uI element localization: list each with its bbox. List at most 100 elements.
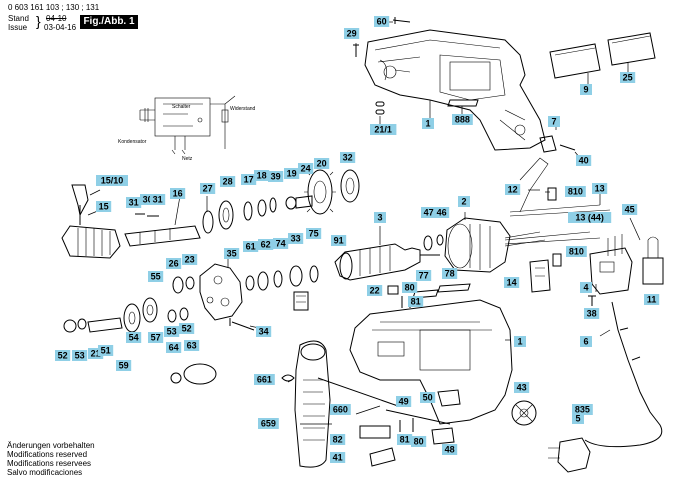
- parts-52-53-drawing: [63, 318, 87, 333]
- svg-text:29: 29: [347, 29, 357, 39]
- svg-text:11: 11: [647, 295, 657, 305]
- issue-date: 03-04-16: [44, 23, 77, 32]
- part-label-661: 661: [254, 374, 275, 385]
- part-label-53: 53: [164, 326, 180, 337]
- part-label-6: 6: [580, 336, 592, 347]
- part-label-7: 7: [548, 116, 560, 127]
- svg-text:47: 47: [424, 208, 434, 218]
- part-label-1: 1: [422, 118, 434, 129]
- svg-text:5: 5: [575, 414, 580, 424]
- gear-housing-drawing: [199, 263, 243, 321]
- svg-text:2: 2: [461, 197, 466, 207]
- part-label-50: 50: [420, 392, 436, 403]
- part-label-888: 888: [452, 114, 473, 125]
- part-label-38: 38: [584, 308, 600, 319]
- part-label-810: 810: [566, 246, 587, 257]
- svg-text:27: 27: [203, 184, 213, 194]
- brush-holder-7-drawing: [539, 135, 576, 153]
- svg-text:48: 48: [445, 445, 455, 455]
- housing-lower-drawing: [349, 299, 513, 425]
- brush-holder-14-drawing: [529, 259, 551, 293]
- svg-text:26: 26: [169, 259, 179, 269]
- footer-notes: Änderungen vorbehalten Modifications res…: [7, 441, 95, 477]
- part-label-46: 46: [434, 207, 450, 218]
- part-label-16: 16: [170, 188, 186, 199]
- svg-text:63: 63: [187, 341, 197, 351]
- screw-60-drawing: [392, 17, 411, 24]
- part-label-81: 81: [408, 296, 424, 307]
- svg-text:9: 9: [583, 85, 588, 95]
- svg-text:54: 54: [129, 333, 139, 343]
- svg-text:77: 77: [419, 271, 429, 281]
- svg-text:45: 45: [625, 205, 635, 215]
- svg-text:13: 13: [595, 184, 605, 194]
- part-label-24: 24: [298, 163, 314, 174]
- plate-82-drawing: [359, 425, 391, 439]
- svg-text:835: 835: [575, 405, 590, 415]
- part-label-74: 74: [273, 238, 289, 249]
- part-label-47: 47: [421, 207, 437, 218]
- part-label-27: 27: [200, 183, 216, 194]
- svg-text:15/10: 15/10: [101, 176, 124, 186]
- bearing-47-46-drawing: [423, 234, 444, 251]
- svg-text:78: 78: [445, 269, 455, 279]
- svg-text:60: 60: [377, 17, 387, 27]
- note-spanish: Salvo modificaciones: [7, 468, 83, 477]
- part-label-39: 39: [268, 171, 284, 182]
- part-label-26: 26: [166, 258, 182, 269]
- brace-icon: }: [36, 13, 41, 29]
- svg-text:23: 23: [185, 255, 195, 265]
- svg-text:16: 16: [173, 189, 183, 199]
- wire-13-drawing: [509, 204, 611, 217]
- svg-text:74: 74: [276, 239, 286, 249]
- spindle-drawing: [124, 225, 201, 247]
- svg-text:53: 53: [75, 351, 85, 361]
- housing-upper-drawing: [364, 29, 546, 151]
- part-label-30: 30: [140, 194, 156, 205]
- part-label-62: 62: [258, 239, 274, 250]
- part-label-35: 35: [224, 248, 240, 259]
- part-label-52: 52: [55, 350, 71, 361]
- part-label-20: 20: [314, 158, 330, 169]
- part-label-21: 21: [88, 348, 104, 359]
- svg-text:15: 15: [99, 202, 109, 212]
- part-label-64: 64: [166, 342, 182, 353]
- part-label-660: 660: [330, 404, 351, 415]
- stand-date: 04-10: [46, 14, 67, 23]
- part-label-25: 25: [620, 72, 636, 83]
- parts-61-62-74-33-drawing: [245, 265, 319, 291]
- part-label-45: 45: [622, 204, 638, 215]
- part-label-63: 63: [184, 340, 200, 351]
- svg-text:82: 82: [333, 435, 343, 445]
- svg-text:46: 46: [437, 208, 447, 218]
- stand-label: Stand: [8, 14, 29, 23]
- part-label-75: 75: [306, 228, 322, 239]
- chuck-key-drawing: [71, 184, 89, 225]
- plate-9-drawing: [549, 43, 601, 79]
- handle-rod-660-drawing: [317, 377, 399, 407]
- wiring-schematic: Schalter Widerstand Kondensator Netz: [118, 95, 256, 162]
- svg-text:61: 61: [246, 242, 256, 252]
- part-21-1-drawing: [375, 101, 385, 115]
- part-label-9: 9: [580, 84, 592, 95]
- svg-text:28: 28: [223, 177, 233, 187]
- svg-text:31: 31: [153, 195, 163, 205]
- part-label-12: 12: [505, 184, 521, 195]
- svg-text:12: 12: [508, 185, 518, 195]
- svg-text:21: 21: [91, 349, 101, 359]
- svg-text:39: 39: [271, 172, 281, 182]
- parts-53-52-right-drawing: [167, 307, 189, 323]
- svg-text:661: 661: [257, 375, 272, 385]
- svg-text:50: 50: [423, 393, 433, 403]
- part-label-3: 3: [374, 212, 386, 223]
- parts-81-80-lower-drawing: [399, 418, 414, 432]
- svg-text:49: 49: [399, 397, 409, 407]
- svg-text:31: 31: [129, 198, 139, 208]
- part-label-78: 78: [442, 268, 458, 279]
- capacitor-11-drawing: [642, 236, 664, 285]
- part-label-21-1: 21/1: [370, 124, 397, 135]
- part-label-33: 33: [288, 233, 304, 244]
- svg-text:4: 4: [583, 283, 588, 293]
- svg-text:33: 33: [291, 234, 301, 244]
- note-german: Änderungen vorbehalten: [7, 441, 95, 450]
